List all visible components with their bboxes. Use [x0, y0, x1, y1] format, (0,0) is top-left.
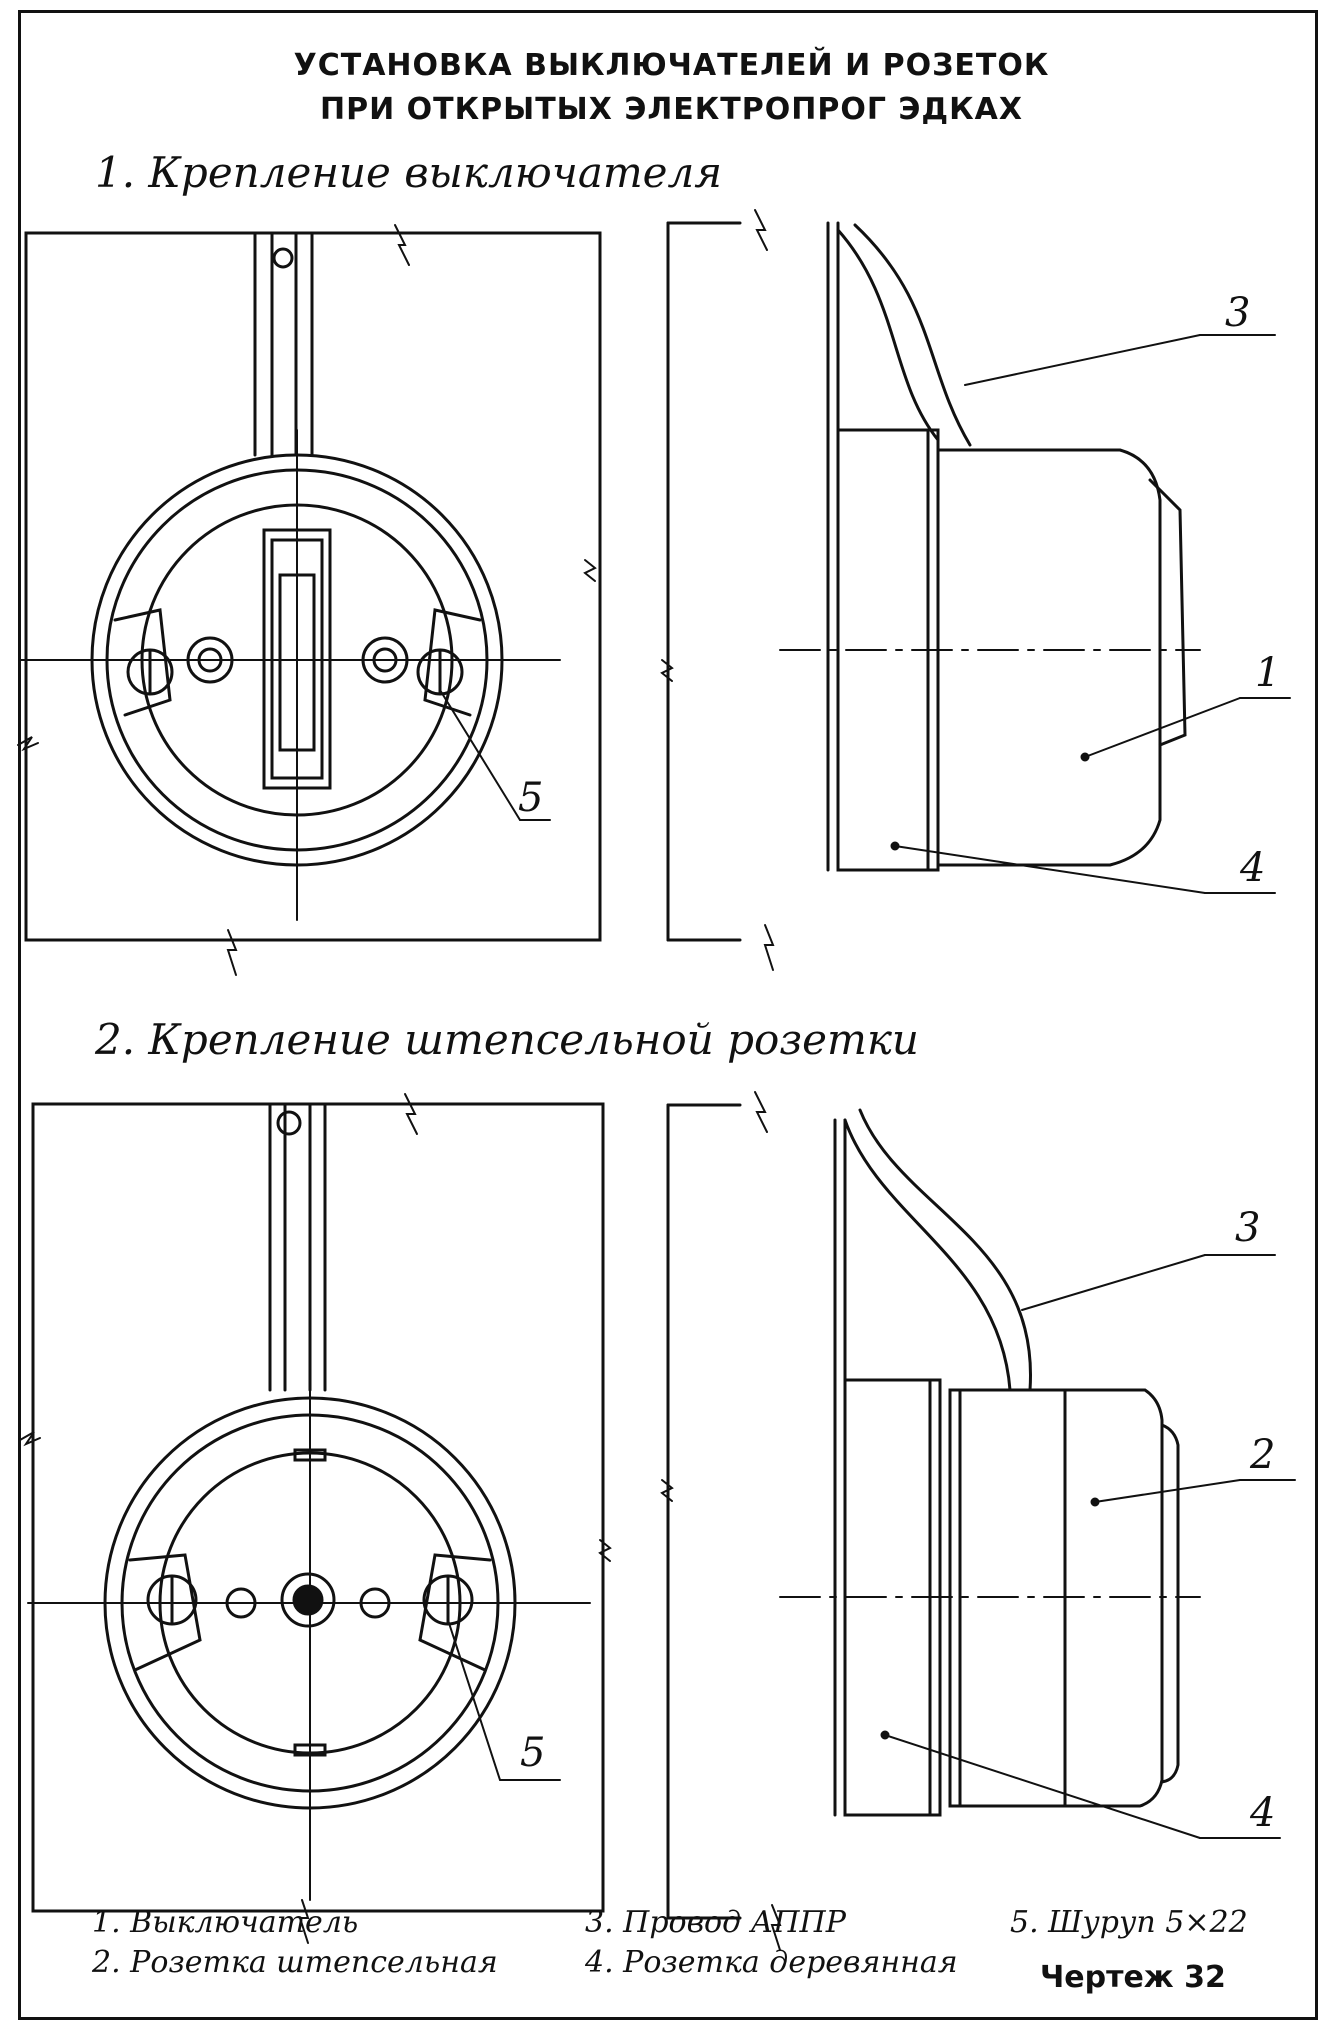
callout-rosette-top: 4 [1240, 845, 1266, 891]
legend-item-4: 4. Розетка деревянная [585, 1945, 958, 1980]
callout-socket: 2 [1250, 1432, 1276, 1478]
callout-screw-top: 5 [518, 775, 544, 821]
title-line-2: ПРИ ОТКРЫТЫХ ЭЛЕКТРОПРОГ ЭДКАХ [320, 92, 1023, 127]
sheet-number: Чертеж 32 [1040, 1960, 1226, 1995]
legend-item-5: 5. Шуруп 5×22 [1010, 1905, 1248, 1940]
section-1-label: 1. Крепление выключателя [95, 148, 723, 197]
drawing-frame [18, 10, 1318, 2020]
callout-screw-bottom: 5 [520, 1730, 546, 1776]
callout-wire-top: 3 [1225, 290, 1251, 336]
socket-front-view [19, 1093, 612, 1944]
legend-item-2: 2. Розетка штепсельная [92, 1945, 498, 1980]
switch-front-view [17, 224, 602, 976]
legend-item-3: 3. Провод АППР [585, 1905, 846, 1940]
switch-side-view [660, 209, 1291, 971]
legend-item-1: 1. Выключатель [92, 1905, 359, 1940]
socket-side-view [660, 1091, 1296, 1951]
title-line-1: УСТАНОВКА ВЫКЛЮЧАТЕЛЕЙ И РОЗЕТОК [293, 48, 1050, 83]
section-2-label: 2. Крепление штепсельной розетки [95, 1015, 919, 1064]
callout-switch: 1 [1255, 650, 1281, 696]
callout-wire-bottom: 3 [1235, 1205, 1261, 1251]
callout-rosette-bottom: 4 [1250, 1790, 1276, 1836]
